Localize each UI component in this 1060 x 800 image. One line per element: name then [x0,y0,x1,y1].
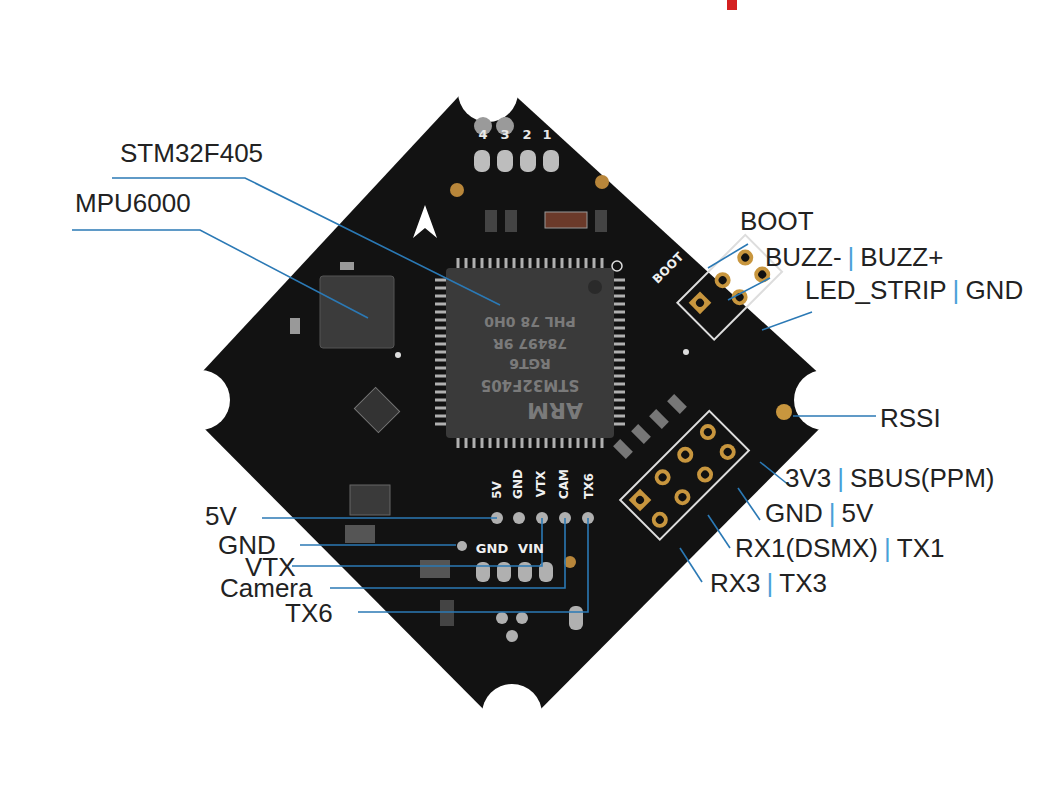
fpv-pads [457,512,594,642]
callout-row: MPU6000 [75,190,191,216]
callout-row: RSSI [880,405,941,431]
callout-row: BOOT [740,208,814,234]
via [683,349,689,355]
separator: | [848,244,855,270]
silkscreen-text: VIN [518,542,544,555]
silkscreen-text: 5V [491,481,503,499]
pin-label: LED_STRIP [805,277,947,303]
pin-label: MPU6000 [75,190,191,216]
resistor [340,262,354,270]
chip-marking: 78497 9R [493,337,567,351]
capacitor [595,210,607,232]
red-mark [727,0,737,10]
resistor [545,212,587,228]
mount-notch [482,684,542,744]
pcb-board [176,68,848,738]
separator: | [767,570,774,596]
pin-label: TX6 [285,600,333,626]
capacitor [440,600,454,626]
pin-label: TX1 [897,535,945,561]
capacitor [505,210,517,232]
pin-label: 5V [842,500,874,526]
chip-marking: ARM [527,399,583,421]
callout-row: RX1(DSMX)|TX1 [735,535,944,561]
silkscreen-text: BOOT [650,250,685,285]
motor-pads [474,117,559,172]
capacitor [420,560,450,578]
callout-row: GND|5V [765,500,873,526]
pin-label: RX3 [710,570,761,596]
regulator [350,485,390,515]
silkscreen-text: TX6 [583,473,595,499]
pin-label: 3V3 [785,465,831,491]
silkscreen-text: CAM [558,469,570,499]
silkscreen-text: 3 [500,128,509,141]
via-pad [595,175,609,189]
rssi-pad [776,404,792,420]
mount-notch [170,370,230,430]
silkscreen-text: VTX [535,471,547,498]
pin-label: Camera [220,575,312,601]
separator: | [884,535,891,561]
callout-row: RX3|TX3 [710,570,827,596]
silkscreen-text: 1 [542,128,551,141]
silkscreen-text: 4 [478,128,487,141]
capacitor [345,525,375,543]
pin-label: BUZZ- [765,244,842,270]
pin-label: GND [965,277,1023,303]
separator: | [829,500,836,526]
chip-marking: STM32F405 [481,377,579,392]
callout-row: LED_STRIP|GND [805,277,1023,303]
silkscreen-text: 2 [522,128,531,141]
pin-label: 5V [205,503,237,529]
pin1-dot [395,352,401,358]
callout-row: 5V [205,503,237,529]
callout-row: BUZZ-|BUZZ+ [765,244,943,270]
pin-label: GND [765,500,823,526]
pin-label: BUZZ+ [860,244,943,270]
mount-notch [794,370,854,430]
callout-row: 3V3|SBUS(PPM) [785,465,995,491]
resistor [290,318,300,334]
chip-marking: PHL 78 0H0 [484,315,575,329]
callout-row: TX6 [285,600,333,626]
small-ic [354,387,399,432]
via-pad [450,183,464,197]
silkscreen-text: GND [512,469,524,499]
rx-header [620,411,749,540]
callout-row: STM32F405 [120,140,263,166]
pin-label: SBUS(PPM) [850,465,994,491]
silkscreen-text: GND [476,542,508,555]
callout-row: Camera [220,575,312,601]
capacitor [485,210,497,232]
pin-label: TX3 [779,570,827,596]
pin-label: RX1(DSMX) [735,535,878,561]
mount-notch [458,62,518,122]
logo [413,205,437,238]
chip-marking: RGT6 [509,357,550,371]
separator: | [837,465,844,491]
pin-label: STM32F405 [120,140,263,166]
pin-label: RSSI [880,405,941,431]
separator: | [953,277,960,303]
small-parts [613,394,687,459]
pin-label: BOOT [740,208,814,234]
